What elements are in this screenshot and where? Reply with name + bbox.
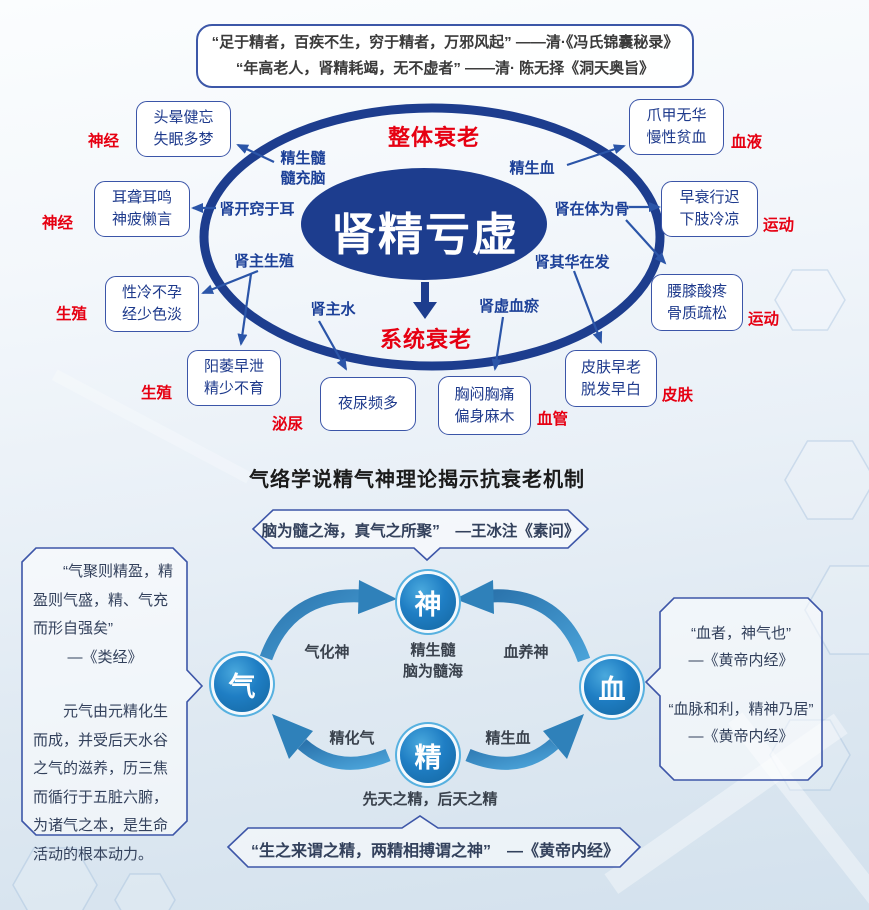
system-aging-arrow	[413, 282, 437, 319]
symptom-line: 性冷不孕	[121, 284, 182, 301]
symptom-box: 性冷不孕 经少色淡	[105, 276, 199, 332]
mechanism-line: 精生髓	[280, 150, 326, 167]
stage-label-overall-aging: 整体衰老	[387, 125, 480, 150]
symptom-line: 脱发早白	[580, 380, 641, 398]
central-concept: 肾精亏虚	[330, 209, 519, 260]
symptom-box: 皮肤早老 脱发早白	[565, 350, 657, 407]
bubble-top-text: 脑为髓之海，真气之所聚” —王冰注《素问》	[261, 523, 580, 540]
symptom-line: 头晕健忘	[153, 109, 214, 126]
system-label-vascular: 血管	[537, 411, 569, 428]
edge-label-jinghuaqi: 精化气	[329, 730, 375, 747]
left-bubble-body: 元气由元精化生而成，并受后天水谷之气的滋养，历三焦而循行于五脏六腑，为诸气之本，…	[33, 703, 169, 863]
symptom-box: 腰膝酸疼 骨质疏松	[651, 274, 743, 331]
symptom-line: 偏身麻木	[454, 407, 515, 425]
symptom-box: 胸闷胸痛 偏身麻木	[438, 376, 531, 435]
mechanism-shenqihua: 肾其华在发	[534, 254, 610, 271]
symptom-line: 神疲懒言	[111, 211, 172, 228]
symptom-box: 阳萎早泄 精少不育	[187, 350, 281, 406]
mechanism-shenxuxueyu: 肾虚血瘀	[478, 298, 539, 315]
right-bubble-source-1: —《黄帝内经》	[688, 652, 794, 669]
system-label-nerve-2: 神经	[42, 215, 74, 232]
system-label-blood: 血液	[731, 134, 763, 151]
system-label-motor-1: 运动	[748, 311, 780, 328]
symptom-line: 慢性贫血	[646, 129, 707, 146]
left-bubble-source: —《类经》	[67, 648, 143, 666]
stage-label-system-aging: 系统衰老	[379, 327, 472, 352]
node-xue: 血	[584, 659, 640, 715]
quote-line-1: “足于精者，百疾不生，穷于精者，万邪风起” ——清·《冯氏锦囊秘录》	[211, 34, 679, 51]
edge-label-jingshengxue: 精生血	[485, 730, 531, 747]
symptom-line: 经少色淡	[121, 306, 182, 323]
classical-quote-box: “足于精者，百疾不生，穷于精者，万邪风起” ——清·《冯氏锦囊秘录》 “年高老人…	[196, 24, 694, 88]
symptom-box: 头晕健忘 失眠多梦	[136, 101, 231, 157]
symptom-line: 皮肤早老	[580, 358, 641, 376]
symptom-line: 腰膝酸疼	[666, 282, 727, 300]
symptom-line: 阳萎早泄	[203, 358, 264, 375]
quote-line-2: “年高老人，肾精耗竭，无不虚者” ——清· 陈无择《洞天奥旨》	[235, 60, 655, 77]
symptom-box: 夜尿频多	[320, 377, 416, 431]
note-shen-line2: 脑为髓海	[402, 663, 463, 680]
right-bubble-quote-1: “血者，神气也”	[691, 625, 791, 642]
node-qi: 气	[214, 656, 270, 712]
right-bubble-source-2: —《黄帝内经》	[688, 728, 794, 745]
mechanism-shenkaiqiao: 肾开窍于耳	[219, 201, 295, 218]
system-label-reproduction-1: 生殖	[56, 306, 88, 323]
edge-label-xueyangshen: 血养神	[503, 644, 549, 661]
system-label-reproduction-2: 生殖	[141, 385, 173, 402]
bubble-left-text: “气聚则精盈，精盈则气盛，精、气充而形自强矣” —《类经》 元气由元精化生而成，…	[33, 558, 177, 869]
symptom-line: 胸闷胸痛	[454, 385, 515, 403]
symptom-line: 精少不育	[203, 380, 264, 397]
symptom-line: 爪甲无华	[646, 107, 707, 124]
mechanism-shenzhushui: 肾主水	[310, 301, 356, 318]
left-bubble-quote: “气聚则精盈，精盈则气盛，精、气充而形自强矣”	[33, 563, 173, 637]
mechanism-line: 髓充脑	[280, 170, 326, 187]
note-shen: 精生髓 脑为髓海	[383, 640, 483, 682]
symptom-box: 爪甲无华 慢性贫血	[629, 99, 724, 155]
system-label-skin: 皮肤	[662, 387, 694, 404]
mechanism-jingshengsui: 精生髓 髓充脑	[270, 149, 336, 189]
bubble-bottom-text: “生之来谓之精，两精相搏谓之神” —《黄帝内经》	[250, 843, 619, 860]
node-shen: 神	[400, 574, 456, 630]
system-label-urinary: 泌尿	[272, 416, 304, 433]
bubble-right-text: “血者，神气也” —《黄帝内经》 “血脉和利，精神乃居” —《黄帝内经》	[666, 620, 816, 750]
edge-label-qihuashen: 气化神	[304, 644, 350, 661]
symptom-line: 耳聋耳鸣	[111, 189, 172, 206]
symptom-line: 下肢冷凉	[679, 211, 740, 228]
node-jing: 精	[400, 727, 456, 783]
mechanism-shenzhushengzhi: 肾主生殖	[233, 253, 294, 270]
symptom-box: 早衰行迟 下肢冷凉	[661, 181, 758, 237]
note-jing: 先天之精，后天之精	[362, 791, 498, 808]
symptom-line: 早衰行迟	[679, 189, 740, 206]
symptom-box: 耳聋耳鸣 神疲懒言	[94, 181, 190, 237]
symptom-line: 失眠多梦	[153, 131, 214, 148]
mechanism-shenzaiti: 肾在体为骨	[554, 201, 630, 218]
system-label-nerve-1: 神经	[88, 133, 120, 150]
symptom-line: 夜尿频多	[337, 395, 398, 412]
symptom-line: 骨质疏松	[666, 304, 727, 322]
mechanism-jingshengxue: 精生血	[509, 160, 555, 177]
note-shen-line1: 精生髓	[410, 642, 456, 659]
system-label-motor-2: 运动	[763, 217, 795, 234]
right-bubble-quote-2: “血脉和利，精神乃居”	[668, 701, 814, 718]
section2-title: 气络学说精气神理论揭示抗衰老机制	[249, 469, 585, 491]
